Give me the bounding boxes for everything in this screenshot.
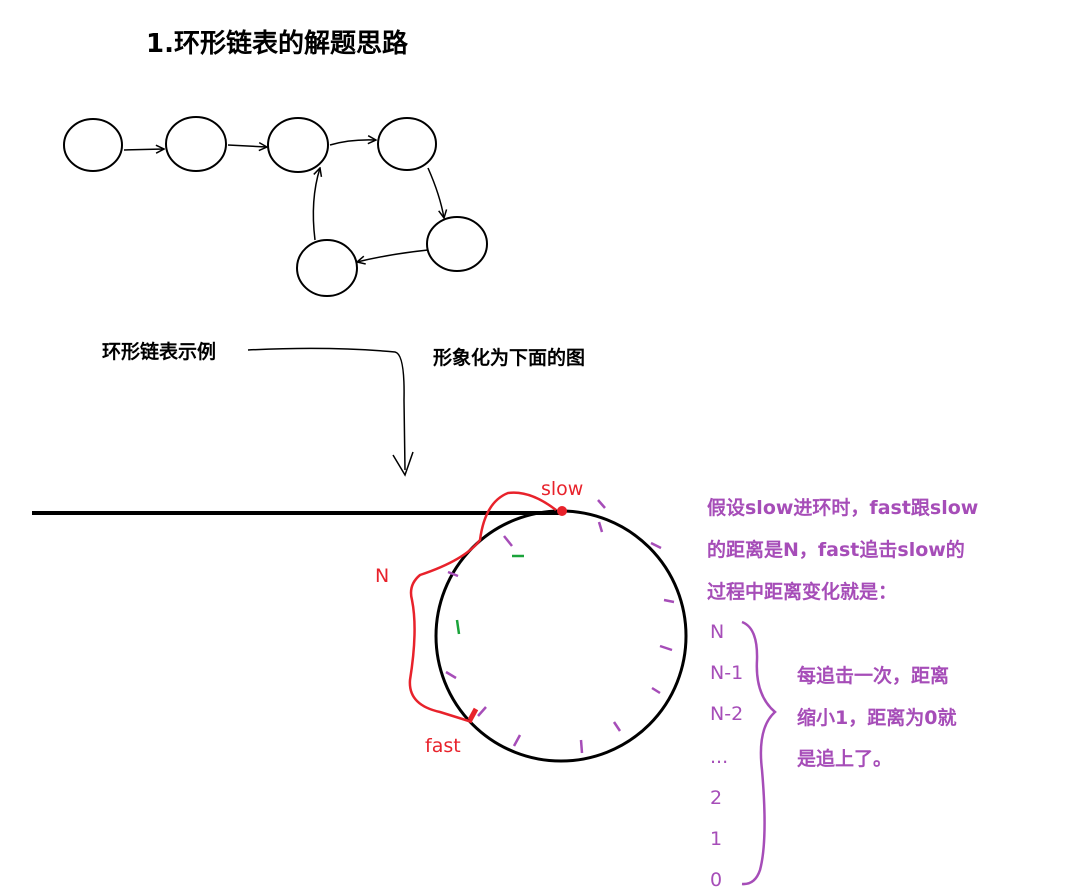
linked-list-arrows — [123, 140, 444, 262]
list-node-4 — [377, 117, 437, 171]
tick-mark — [445, 670, 457, 680]
distance-value-2: 2 — [710, 787, 722, 809]
conclusion-line-2: 缩小1，距离为0就 — [797, 706, 956, 729]
tick-mark — [612, 721, 622, 732]
distance-value-0: 0 — [710, 869, 722, 891]
list-node-2 — [165, 116, 227, 172]
list-arrow-1-2 — [123, 149, 164, 150]
conclusion-line-3: 是追上了。 — [797, 747, 892, 770]
explanation-text: 假设slow进环时，fast跟slow 的距离是N，fast追击slow的 过程… — [707, 496, 978, 603]
tick-mark — [447, 570, 459, 578]
slow-point — [557, 506, 567, 516]
distance-value-n-1: N-1 — [710, 662, 743, 684]
list-arrow-5-6 — [357, 249, 429, 262]
fast-point — [467, 707, 479, 722]
slow-label: slow — [541, 478, 583, 500]
page-title: 1.环形链表的解题思路 — [146, 28, 409, 59]
green-ticks — [455, 554, 524, 635]
example-label: 环形链表示例 — [102, 340, 216, 363]
tick-mark — [650, 541, 662, 550]
list-node-5 — [426, 216, 488, 272]
distance-value-1: 1 — [710, 828, 722, 850]
explanation-line-2: 的距离是N，fast追击slow的 — [707, 538, 965, 561]
distance-n-label: N — [375, 565, 389, 587]
sequence-brace — [741, 620, 777, 886]
distance-value-n-2: N-2 — [710, 703, 743, 725]
visualize-label: 形象化为下面的图 — [433, 346, 585, 369]
distance-ticks — [445, 499, 675, 754]
distance-value-n: N — [710, 621, 724, 643]
explanation-line-1: 假设slow进环时，fast跟slow — [707, 496, 978, 519]
tick-mark — [503, 535, 513, 547]
tick-mark — [455, 619, 461, 635]
list-node-3 — [267, 117, 329, 173]
tick-mark — [663, 598, 675, 604]
connector-arrowhead — [392, 451, 414, 477]
list-node-6 — [296, 239, 358, 297]
connector-line — [247, 347, 406, 471]
tick-mark — [579, 739, 584, 754]
conclusion-text: 每追击一次，距离 缩小1，距离为0就 是追上了。 — [797, 664, 956, 770]
distance-sequence: N N-1 N-2 ... 2 1 0 — [710, 621, 743, 891]
tick-mark — [597, 499, 606, 509]
tick-mark — [651, 686, 661, 695]
tick-mark — [659, 644, 673, 652]
tick-mark — [597, 521, 604, 533]
linked-list-example — [63, 116, 488, 297]
explanation-line-3: 过程中距离变化就是： — [707, 580, 897, 603]
tick-mark — [477, 706, 487, 717]
list-arrow-4-5 — [427, 167, 444, 218]
tick-mark — [512, 734, 522, 747]
distance-value-ellipsis: ... — [710, 746, 728, 768]
list-arrow-2-3 — [227, 145, 267, 147]
fast-label: fast — [425, 735, 461, 757]
list-arrow-3-4 — [329, 140, 376, 146]
conclusion-line-1: 每追击一次，距离 — [797, 664, 949, 687]
list-arrow-6-3 — [312, 168, 320, 241]
list-node-1 — [63, 118, 123, 172]
distance-n-bracket — [408, 491, 557, 724]
